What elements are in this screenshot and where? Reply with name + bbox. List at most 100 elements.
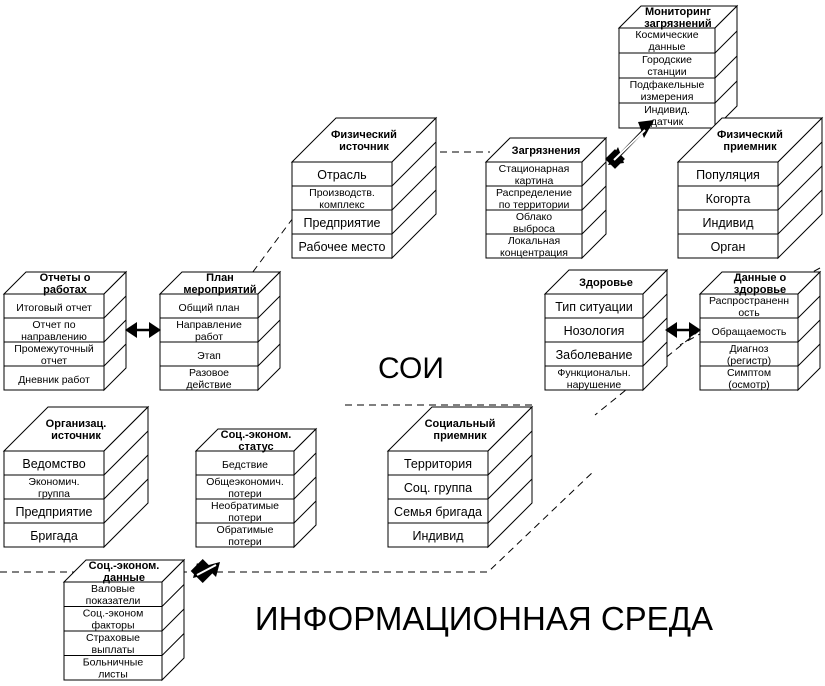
block-row-label: Облако	[516, 211, 552, 223]
block-row-label: Отчет по	[32, 319, 75, 331]
block-side-divider	[487, 478, 533, 524]
block-title: данные	[103, 572, 145, 584]
block-title: приемник	[723, 141, 777, 153]
block-row-label: Производств.	[309, 187, 375, 199]
block-title: работах	[43, 284, 88, 296]
block-title: загрязнений	[644, 18, 711, 30]
block-title: статус	[238, 441, 273, 453]
block-side-divider	[103, 319, 127, 343]
block-title: источник	[51, 430, 101, 442]
block-phys-receiver: ФизическийприемникПопуляцияКогортаИндиви…	[676, 116, 824, 260]
block-side-divider	[777, 165, 823, 211]
block-side-divider	[293, 476, 317, 500]
block-row-label: потери	[228, 512, 262, 524]
block-row-label: нарушение	[567, 379, 622, 391]
block-row-label: Валовые	[91, 583, 135, 595]
block-row-label: комплекс	[319, 199, 364, 211]
block-side-divider	[581, 161, 607, 187]
block-pollution: ЗагрязненияСтационарнаякартинаРаспределе…	[484, 136, 608, 260]
block-row-label: Индивид.	[644, 104, 690, 116]
block-title: мероприятий	[183, 284, 256, 296]
block-side-divider	[103, 343, 127, 367]
block-health-data: Данные оздоровьеРаспространенностьОбраща…	[698, 270, 822, 392]
block-title: Физический	[717, 129, 783, 141]
block-row-label: Индивид	[412, 529, 464, 543]
block-title: Здоровье	[579, 277, 633, 289]
block-title: источник	[339, 141, 389, 153]
block-title: Соц.-эконом.	[89, 560, 160, 572]
block-side-divider	[581, 209, 607, 235]
block-side-divider	[103, 430, 149, 476]
block-side-divider	[103, 295, 127, 319]
block-row-label: Общий план	[179, 302, 240, 314]
block-row-label: по территории	[499, 199, 570, 211]
block-row-label: станции	[647, 66, 686, 78]
block-side-divider	[391, 165, 437, 211]
block-row-label: Направление	[176, 319, 242, 331]
block-row-label: Когорта	[706, 192, 751, 206]
block-row-label: Итоговый отчет	[16, 302, 92, 314]
block-title: Отчеты о	[40, 272, 91, 284]
block-row-label: ость	[738, 307, 760, 319]
block-title: Социальный	[425, 418, 496, 430]
block-title: здоровье	[734, 284, 786, 296]
block-socio-data: Соц.-эконом.данныеВаловыепоказателиСоц.-…	[62, 558, 186, 682]
block-row-label: Страховые	[86, 632, 140, 644]
block-row-label: Соц.-эконом	[83, 608, 144, 620]
block-row-label: данные	[649, 41, 686, 53]
block-row-label: Симптом	[727, 367, 771, 379]
block-row-label: Обращаемость	[712, 326, 787, 338]
block-title: приемник	[433, 430, 487, 442]
block-row-label: датчик	[651, 116, 684, 128]
block-side-divider	[642, 341, 668, 367]
block-row-label: Предприятие	[15, 505, 92, 519]
block-side-divider	[293, 452, 317, 476]
bidirectional-arrow-reports-plan-icon	[125, 322, 161, 338]
block-side-divider	[161, 584, 185, 607]
block-row-label: показатели	[86, 595, 141, 607]
block-row-label: Рабочее место	[299, 240, 386, 254]
block-row-label: (регистр)	[727, 355, 771, 367]
block-row-label: Бедствие	[222, 459, 268, 471]
block-row-label: Дневник работ	[18, 374, 90, 386]
block-phys-source: ФизическийисточникОтрасльПроизводств.ком…	[290, 116, 438, 260]
block-side-divider	[777, 189, 823, 235]
block-row-label: отчет	[41, 355, 67, 367]
block-side-divider	[642, 317, 668, 343]
block-side-divider	[714, 80, 738, 104]
block-row-label: группа	[38, 488, 70, 500]
block-side-divider	[581, 185, 607, 211]
block-row-label: Космические	[635, 29, 698, 41]
block-side-divider	[257, 295, 281, 319]
block-side-divider	[257, 319, 281, 343]
bidirectional-arrow-health-icon	[665, 322, 701, 338]
block-side-divider	[391, 141, 437, 187]
block-row-label: выброса	[513, 223, 555, 235]
block-row-label: Городские	[642, 54, 692, 66]
block-row-label: Распространенн	[709, 295, 789, 307]
block-side-divider	[487, 430, 533, 476]
block-org-source: Организац.источникВедомствоЭкономич.груп…	[2, 405, 150, 549]
block-row-label: Обратимые	[217, 524, 274, 536]
blocks: МониторингзагрязненийКосмическиеданныеГо…	[2, 4, 824, 682]
block-row-label: Локальная	[508, 235, 560, 247]
block-row-label: Семья бригада	[394, 505, 482, 519]
block-title: Физический	[331, 129, 397, 141]
block-side-divider	[103, 454, 149, 500]
block-row-label: Этап	[197, 350, 221, 362]
block-title: Загрязнения	[512, 145, 581, 157]
block-monitoring: МониторингзагрязненийКосмическиеданныеГо…	[617, 4, 739, 130]
block-row-label: Стационарная	[499, 163, 570, 175]
block-row-label: концентрация	[500, 247, 568, 259]
block-row-label: действие	[186, 379, 231, 391]
block-side-divider	[714, 55, 738, 79]
block-row-label: направлению	[21, 331, 87, 343]
block-row-label: измерения	[641, 91, 694, 103]
block-side-divider	[293, 500, 317, 524]
block-title: План	[206, 272, 234, 284]
